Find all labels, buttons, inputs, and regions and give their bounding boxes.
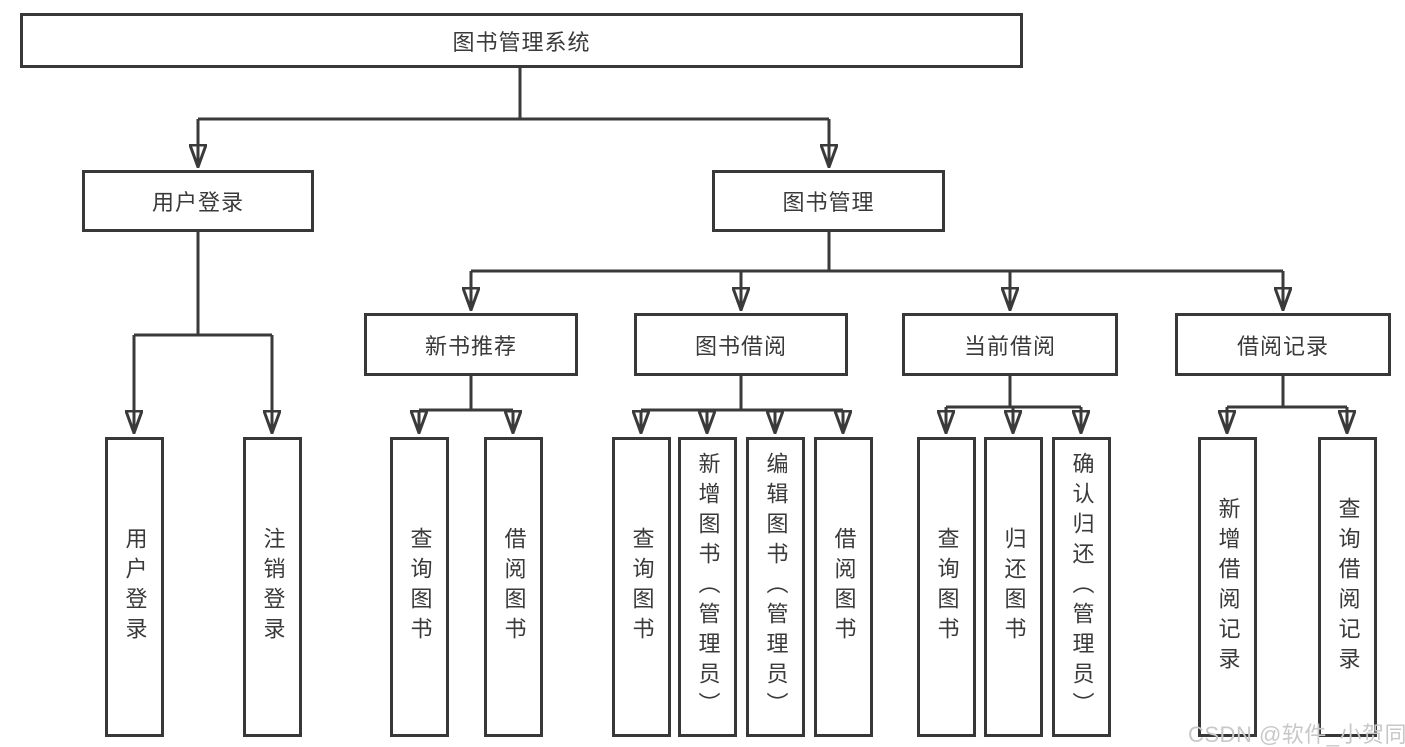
connector [419,376,513,412]
leaf-logout: 注销登录 [243,437,302,737]
leaf-add-book-admin: 新增图书（管理员） [678,437,737,737]
leaf-confirm-return-admin: 确认归还（管理员） [1052,437,1111,737]
connector [134,232,272,337]
leaf-label: 编辑图书（管理员） [763,452,789,722]
leaf-label: 查询图书 [629,527,655,647]
leaf-label: 查询借阅记录 [1335,497,1361,677]
connector [1227,376,1347,409]
leaf-borrow-books-borrowing: 借阅图书 [814,437,873,737]
leaf-query-borrow-record: 查询借阅记录 [1318,437,1377,737]
node-book-management: 图书管理 [712,170,945,232]
node-book-borrowing: 图书借阅 [634,313,848,376]
leaf-label: 确认归还（管理员） [1069,452,1095,722]
leaf-label: 查询图书 [934,527,960,647]
connector [198,68,829,121]
connector [641,376,843,412]
leaf-label: 用户登录 [122,527,148,647]
node-user-login: 用户登录 [82,170,314,232]
leaf-user-login: 用户登录 [105,437,164,737]
leaf-edit-book-admin: 编辑图书（管理员） [746,437,805,737]
leaf-add-borrow-record: 新增借阅记录 [1198,437,1257,737]
leaf-query-books-recommend: 查询图书 [390,437,449,737]
node-current-borrowing: 当前借阅 [902,313,1118,376]
leaf-label: 借阅图书 [831,527,857,647]
leaf-return-books: 归还图书 [984,437,1043,737]
connector [471,232,1283,273]
connector [946,376,1081,409]
leaf-borrow-books-recommend: 借阅图书 [484,437,543,737]
leaf-query-books-borrowing: 查询图书 [612,437,671,737]
leaf-label: 借阅图书 [501,527,527,647]
leaf-label: 归还图书 [1001,527,1027,647]
leaf-label: 新增图书（管理员） [695,452,721,722]
leaf-label: 新增借阅记录 [1215,497,1241,677]
leaf-label: 查询图书 [407,527,433,647]
watermark: CSDN @软件_小贺同学 [1188,722,1405,747]
leaf-label: 注销登录 [260,527,286,647]
node-library-management-system: 图书管理系统 [20,13,1023,68]
node-new-book-recommendation: 新书推荐 [364,313,578,376]
leaf-query-books-current: 查询图书 [917,437,976,737]
node-borrowing-records: 借阅记录 [1175,313,1391,376]
